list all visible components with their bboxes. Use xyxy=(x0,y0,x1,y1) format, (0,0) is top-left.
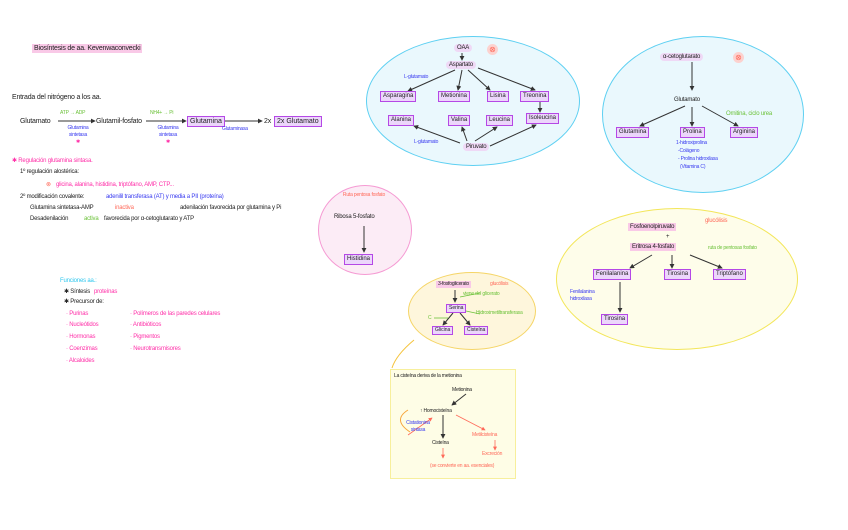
histidina-box: Histidina xyxy=(344,254,374,265)
c-label: C xyxy=(428,315,432,321)
inhibition-icon: ⊗ xyxy=(733,52,744,63)
metilcisteina-label: Metilcisteína xyxy=(472,432,498,438)
functions-item-1-value: proteínas xyxy=(94,289,118,295)
fenilalanina-box: Fenilalanina xyxy=(593,269,632,280)
tirosina-box: Tirosina xyxy=(664,269,692,280)
l-glutamato-bottom: L-glutamato xyxy=(414,139,439,145)
cisteina-box: Cisteína xyxy=(464,326,489,335)
regulation-heading: ✱ Regulación glutamina sintasa. xyxy=(12,158,93,164)
akg-label: α-cetoglutarato xyxy=(660,53,704,61)
cysteine-box-frame xyxy=(390,369,516,479)
serine-glycolysis-note: glucólisis xyxy=(490,281,509,287)
regulation-line-4a: Desadenilación xyxy=(30,216,69,222)
regulation-item-2-text: adenilil transferasa (AT) y media a PII … xyxy=(106,194,224,200)
nh4-pi-label: NH4+ → Pi xyxy=(150,110,174,116)
pep-glycolysis-note: glucólisis xyxy=(705,218,728,224)
valina-box: Valina xyxy=(448,115,471,126)
homocisteina-label: ↑ Homocisteína xyxy=(420,408,452,414)
glutamil-fosfato-label: Glutamil-fosfato xyxy=(96,118,142,125)
cistationina-label: Cistationina sintasa xyxy=(406,420,430,433)
metionina-box: Metionina xyxy=(438,91,471,102)
triptofano-box: Triptófano xyxy=(713,269,746,280)
excrecion-label: Excreción xyxy=(482,451,503,457)
functions-item-1-label: ✱ Síntesis xyxy=(64,289,91,295)
akg-glutamato-label: Glutamato xyxy=(674,97,700,103)
glicina-box: Glicina xyxy=(432,326,454,335)
x2-prefix: 2x xyxy=(264,118,271,125)
regulation-line-3b: inactiva xyxy=(115,205,134,211)
page-title: Biosíntesis de aa. Kevenwaconvecki xyxy=(32,44,143,53)
nitrogen-heading: Entrada del nitrógeno a los aa. xyxy=(12,94,102,101)
prolina-note-2: - Prolina hidroxilasa xyxy=(678,156,718,162)
piruvato-label: Piruvato xyxy=(463,143,490,151)
functions-left-3: · Coenzimas xyxy=(66,346,98,352)
inhibition-icon: ⊗ xyxy=(487,44,498,55)
fenilalanina-hidroxilasa-label: Fenilalanina hidroxilasa xyxy=(570,289,595,302)
cisteina-label: Cisteína xyxy=(432,440,449,446)
inhibitor-symbol: ⊗ xyxy=(46,182,51,188)
leucina-box: Leucina xyxy=(486,115,514,126)
functions-left-2: · Hormonas xyxy=(66,334,96,340)
pep-pentose-note: ruta de pentosas fosfato xyxy=(708,245,757,251)
regulation-line-4b: activa xyxy=(84,216,99,222)
metionina-label: Metionina xyxy=(452,387,472,393)
atp-adp-label: ATP → ADP xyxy=(60,110,86,116)
serine-from-note: viene del glicerato xyxy=(463,291,500,297)
functions-left-1: · Nucleótidos xyxy=(66,322,99,328)
star-2: ✱ xyxy=(166,139,170,145)
star-1: ✱ xyxy=(76,139,80,145)
functions-item-2-label: ✱ Precursor de: xyxy=(64,299,104,305)
functions-right-3: · Neurotransmisores xyxy=(130,346,181,352)
treonina-box: Treonina xyxy=(520,91,550,102)
hmt-note: Hidroximetiltransferasa xyxy=(476,310,523,316)
ribosa-label: Ribosa 5-fosfato xyxy=(334,214,375,220)
oaa-label: OAA xyxy=(454,44,473,52)
regulation-item-2-label: 2º modificación covalente: xyxy=(20,194,85,200)
akg-glutamina-box: Glutamina xyxy=(616,127,650,138)
isoleucina-box: Isoleucina xyxy=(526,113,560,124)
ribose-note: Ruta pentosa fosfato xyxy=(342,192,386,198)
glutamato-label: Glutamato xyxy=(20,118,51,125)
l-glutamato-top: L-glutamato xyxy=(404,74,429,80)
functions-right-0: · Polímeros de las paredes celulares xyxy=(130,311,221,317)
regulation-line-3a: Glutamina sintetasa-AMP xyxy=(30,205,94,211)
inhibitor-list: glicina, alanina, histidina, triptófano,… xyxy=(56,182,174,188)
serina-box: Serina xyxy=(446,304,467,313)
asparagina-box: Asparagina xyxy=(380,91,417,102)
functions-heading: Funciones aa.: xyxy=(60,278,97,284)
regulation-item-1: 1º regulación alostérica: xyxy=(20,169,79,175)
enzyme-glutamina-sintetasa-1: Glutamina sintetasa xyxy=(67,125,89,138)
tirosina-final-box: Tirosina xyxy=(601,314,629,325)
ornitina-note: Ornitina, ciclo urea xyxy=(726,111,773,117)
arginina-box: Arginina xyxy=(730,127,759,138)
regulation-line-3c: adenilación favorecida por glutamina y P… xyxy=(180,205,282,211)
pep-label: Fosfoenolpiruvato xyxy=(628,223,677,231)
functions-right-1: · Antibióticos xyxy=(130,322,162,328)
glutamato-box: 2x Glutamato xyxy=(274,116,322,127)
glutaminasa-label: Glutaminasa xyxy=(222,126,248,132)
lisina-box: Lisina xyxy=(487,91,509,102)
3pg-label: 3-fosfoglicerato xyxy=(436,281,471,288)
cysteine-heading: La cisteína deriva de la metionina xyxy=(394,373,462,379)
prolina-box: Prolina xyxy=(680,127,705,138)
prolina-note-0: 1-hidroxiprolina xyxy=(676,140,707,146)
functions-left-0: · Purinas xyxy=(66,311,89,317)
prolina-note-1: -Colágeno xyxy=(678,148,700,154)
regulation-line-4c: favorecida por α-cetoglutarato y ATP xyxy=(104,216,194,222)
plus-sign: + xyxy=(666,234,670,240)
functions-right-2: · Pigmentos xyxy=(130,334,160,340)
prolina-note-3: (Vitamina C) xyxy=(680,164,706,170)
functions-left-4: · Alcaloides xyxy=(66,358,95,364)
ribose-cluster-ellipse xyxy=(318,185,412,275)
cysteine-note: (se convierte en aa. esenciales) xyxy=(430,463,495,469)
alanina-box: Alanina xyxy=(388,115,415,126)
eritrosa-label: Eritrosa 4-fosfato xyxy=(630,243,677,251)
enzyme-glutamina-sintetasa-2: Glutamina sintetasa xyxy=(157,125,179,138)
glutamina-box: Glutamina xyxy=(187,116,225,127)
aspartato-label: Aspartato xyxy=(446,61,476,69)
